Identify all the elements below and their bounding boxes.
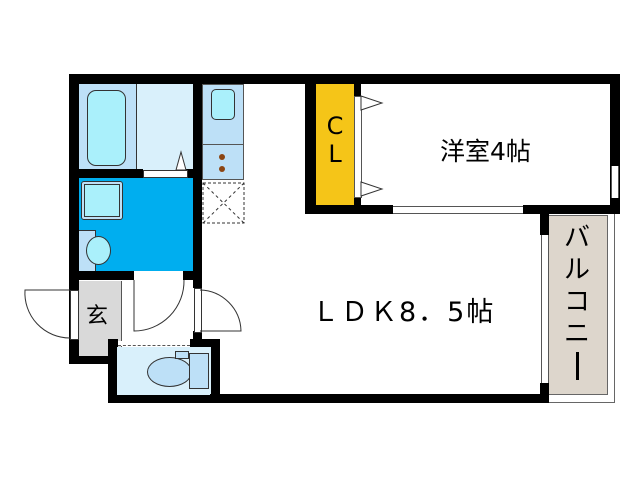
wall-toilet-top-r xyxy=(190,339,220,347)
wall-wet-right xyxy=(193,74,202,284)
closet-label: C L xyxy=(316,112,354,168)
wall-wash-bottom-l xyxy=(69,271,134,280)
kitchen-sink xyxy=(211,89,235,120)
wall-bath-divider xyxy=(79,169,143,178)
balcony-label: バ ル コ ニ xyxy=(556,222,598,380)
ldk-label: ＬＤＫ8．5帖 xyxy=(312,297,496,328)
wall-bath-divider-r xyxy=(186,169,196,178)
wash-basin-inner xyxy=(84,184,120,217)
balcony-outline xyxy=(546,214,615,403)
western-room-label: 洋室4帖 xyxy=(440,137,531,166)
wall-closet-left xyxy=(305,74,316,214)
balcony-char xyxy=(556,350,598,380)
wall-entrance-bottom xyxy=(69,356,117,364)
bath-door-opening xyxy=(143,170,188,178)
wall-wash-bottom-r xyxy=(183,271,202,280)
balcony-char: バ xyxy=(563,223,590,253)
window-bedroom-bottom xyxy=(393,206,523,214)
washer-drum xyxy=(86,236,111,265)
wall-balcony-inner-b xyxy=(540,383,549,403)
bathtub xyxy=(87,90,126,166)
toilet-door-opening xyxy=(118,341,190,346)
wall-bottom xyxy=(210,394,549,403)
wall-left xyxy=(69,74,79,364)
balcony-char: ル xyxy=(563,255,590,285)
wall-right-upper xyxy=(610,74,620,214)
wash-door-opening xyxy=(134,273,183,279)
counter-divider xyxy=(202,144,243,145)
wall-balcony-inner xyxy=(540,205,549,235)
entrance-door-frame xyxy=(70,290,79,340)
closet xyxy=(316,84,354,206)
hall-door-frame xyxy=(194,288,202,333)
balcony-char: ニ xyxy=(563,319,590,349)
wall-toilet-top xyxy=(108,339,118,347)
wall-hall-right xyxy=(193,280,202,288)
balcony-char: コ xyxy=(563,287,590,317)
toilet-lid xyxy=(175,351,189,359)
entrance-label: 玄 xyxy=(86,304,109,329)
wall-toilet-left xyxy=(108,339,117,403)
closet-label-c: C xyxy=(326,112,344,140)
closet-label-l: L xyxy=(328,140,342,168)
wall-toilet-bottom xyxy=(108,395,220,403)
window-balcony xyxy=(541,235,549,383)
wall-entry-left-b xyxy=(69,338,79,364)
wall-room-bottom-r xyxy=(523,205,620,214)
wall-room-bottom-l xyxy=(305,205,393,214)
closet-door-frame xyxy=(354,96,362,198)
stove-knob-icon xyxy=(219,166,225,172)
stove-knob-icon xyxy=(219,154,225,160)
window-bedroom-right xyxy=(611,166,619,198)
wall-hall-right-b xyxy=(193,331,202,341)
wall-top-left xyxy=(69,74,304,84)
wall-toilet-right xyxy=(211,339,220,403)
wall-entrance-left-l xyxy=(69,280,79,290)
toilet-bowl xyxy=(147,357,192,387)
toilet-tank xyxy=(189,353,209,389)
wall-top-right xyxy=(304,74,620,84)
